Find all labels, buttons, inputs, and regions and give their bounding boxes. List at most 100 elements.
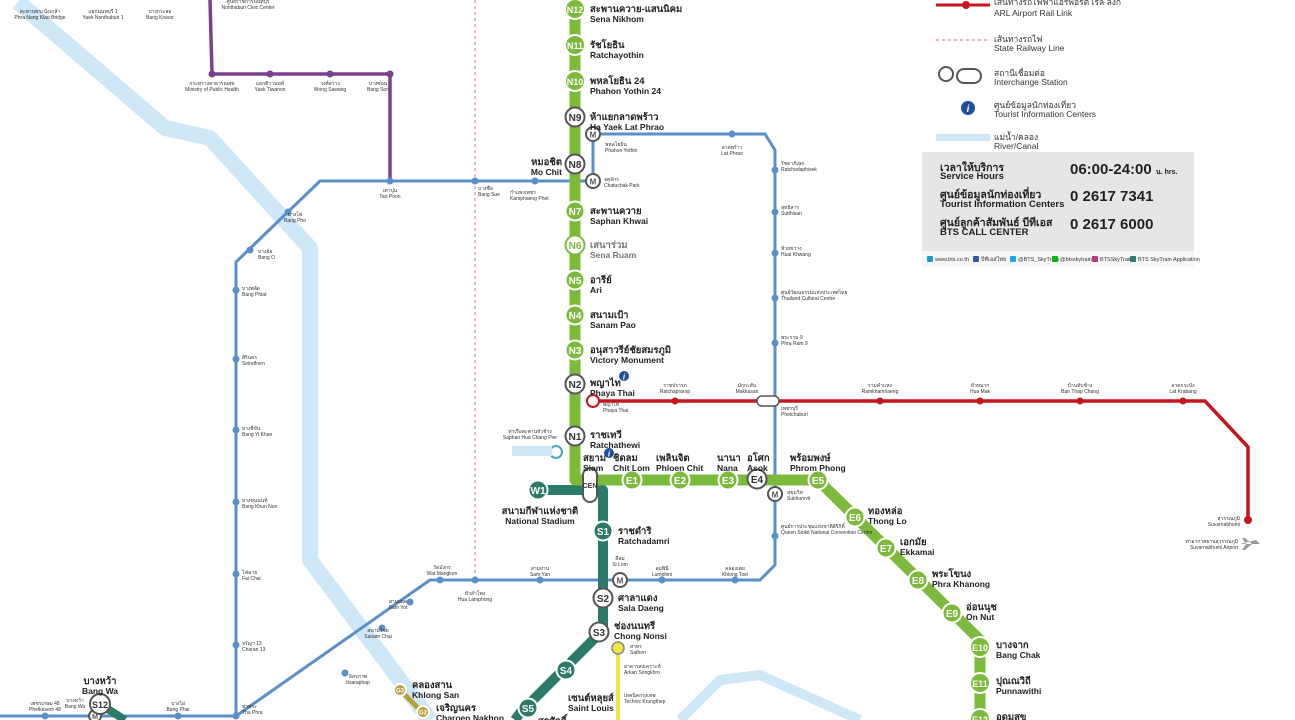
app-link[interactable]: BTS SkyTrain Application <box>1130 256 1200 263</box>
station-e6[interactable]: E6 <box>844 506 866 528</box>
svg-text:Bang Son: Bang Son <box>367 87 389 93</box>
station-s2[interactable]: S2 <box>592 587 614 609</box>
station-marker[interactable] <box>969 672 991 694</box>
station-n9[interactable]: N9 <box>564 106 586 128</box>
legend-river-en: River/Canal <box>994 141 1039 151</box>
svg-text:Queen Sirikit National Convent: Queen Sirikit National Convention Centre <box>781 530 873 536</box>
station-n1[interactable]: N1 <box>564 425 586 447</box>
svg-text:รัชดาภิเษก: รัชดาภิเษก <box>781 160 804 167</box>
station-marker[interactable] <box>969 708 991 720</box>
station-marker[interactable] <box>592 587 614 609</box>
station-s1[interactable]: S1 <box>592 520 614 542</box>
station-e7[interactable]: E7 <box>875 537 897 559</box>
station-marker[interactable] <box>875 537 897 559</box>
station-n5[interactable]: N5 <box>564 269 586 291</box>
station-g2[interactable]: G2 <box>416 705 430 719</box>
station-marker[interactable] <box>564 339 586 361</box>
svg-text:สีลม: สีลม <box>615 555 624 562</box>
facebook-link[interactable]: บีทีเอสไทย <box>973 256 1006 264</box>
station-g3[interactable]: G3 <box>393 683 407 697</box>
station-marker[interactable] <box>564 269 586 291</box>
station-name-en: Asok <box>747 463 768 473</box>
station-marker[interactable] <box>527 479 549 501</box>
station-name-th: เสนาร่วม <box>590 240 628 251</box>
station-w1[interactable]: W1 <box>527 479 549 501</box>
station-e1[interactable]: E1 <box>621 469 643 491</box>
station-marker[interactable] <box>592 520 614 542</box>
station-marker[interactable] <box>564 234 586 256</box>
station-n12[interactable]: N12 <box>564 0 586 20</box>
station-marker[interactable] <box>564 106 586 128</box>
station-marker[interactable] <box>844 506 866 528</box>
station-e12[interactable]: E12 <box>969 708 991 720</box>
svg-text:พหลโยธิน: พหลโยธิน <box>605 141 627 148</box>
svg-text:Khlong Toei: Khlong Toei <box>722 572 748 578</box>
svg-text:พระราม 9: พระราม 9 <box>781 335 803 341</box>
station-cen[interactable]: CEN <box>583 483 598 490</box>
station-marker[interactable] <box>564 153 586 175</box>
station-n6[interactable]: N6 <box>564 234 586 256</box>
station-marker[interactable] <box>564 425 586 447</box>
station-e5[interactable]: E5 <box>807 469 829 491</box>
station-marker[interactable] <box>746 468 768 490</box>
station-marker[interactable] <box>669 469 691 491</box>
station-n3[interactable]: N3 <box>564 339 586 361</box>
station-e4[interactable]: E4 <box>746 468 768 490</box>
svg-text:Suvarnabhumi Airport: Suvarnabhumi Airport <box>1190 545 1239 551</box>
station-n11[interactable]: N11 <box>564 34 586 56</box>
station-marker[interactable] <box>621 469 643 491</box>
station-marker[interactable] <box>416 705 430 719</box>
instagram-link[interactable]: BTSSkyTrain <box>1092 256 1132 263</box>
station-n4[interactable]: N4 <box>564 304 586 326</box>
station-n8[interactable]: N8 <box>564 153 586 175</box>
svg-text:M: M <box>92 714 98 720</box>
station-code: E4 <box>751 475 764 486</box>
station-marker[interactable] <box>564 304 586 326</box>
station-marker[interactable] <box>807 469 829 491</box>
station-marker[interactable] <box>564 34 586 56</box>
station-marker[interactable] <box>564 70 586 92</box>
svg-text:อาคารสงเคราะห์: อาคารสงเคราะห์ <box>624 663 661 670</box>
website-link[interactable]: www.bts.co.th <box>927 256 969 263</box>
station-n2[interactable]: N2 <box>564 373 586 395</box>
station-marker[interactable] <box>941 602 963 624</box>
station-marker[interactable] <box>717 469 739 491</box>
station-e11[interactable]: E11 <box>969 672 991 694</box>
svg-text:แยกนนทบุรี 1: แยกนนทบุรี 1 <box>88 8 118 15</box>
station-s12[interactable]: S12 <box>89 693 111 715</box>
river-legend-icon <box>936 134 990 141</box>
svg-text:Phra Ram 9: Phra Ram 9 <box>781 341 808 347</box>
station-marker[interactable] <box>564 0 586 20</box>
station-marker[interactable] <box>969 636 991 658</box>
station-e3[interactable]: E3 <box>717 469 739 491</box>
station-s3[interactable]: S3 <box>588 621 610 643</box>
station-s5[interactable]: S5 <box>517 697 539 719</box>
station-marker[interactable] <box>89 693 111 715</box>
station-e2[interactable]: E2 <box>669 469 691 491</box>
station-n7[interactable]: N7 <box>564 200 586 222</box>
station-marker[interactable] <box>517 697 539 719</box>
station-e8[interactable]: E8 <box>907 569 929 591</box>
station-marker[interactable] <box>564 200 586 222</box>
station-e10[interactable]: E10 <box>969 636 991 658</box>
svg-text:ราชปรารภ: ราชปรารภ <box>663 383 687 389</box>
station-name-en: Sena Ruam <box>590 250 637 260</box>
station-marker[interactable] <box>393 683 407 697</box>
canal <box>676 670 863 720</box>
station-marker[interactable] <box>555 659 577 681</box>
svg-text:ศูนย์การประชุมแห่งชาติสิริกิติ: ศูนย์การประชุมแห่งชาติสิริกิติ์ <box>781 522 846 530</box>
line-link[interactable]: @btsskytrain <box>1052 256 1092 263</box>
station-name-en: Siam <box>583 463 604 473</box>
svg-text:บางโพ: บางโพ <box>288 211 302 218</box>
station-marker[interactable] <box>907 569 929 591</box>
svg-text:Bang Krasor: Bang Krasor <box>146 15 174 21</box>
station-marker[interactable] <box>564 373 586 395</box>
station-n10[interactable]: N10 <box>564 70 586 92</box>
station-code: E8 <box>912 576 925 587</box>
station-marker[interactable] <box>588 621 610 643</box>
station-e9[interactable]: E9 <box>941 602 963 624</box>
twitter-link[interactable]: @BTS_SkyTrain <box>1010 256 1059 263</box>
station-s4[interactable]: S4 <box>555 659 577 681</box>
